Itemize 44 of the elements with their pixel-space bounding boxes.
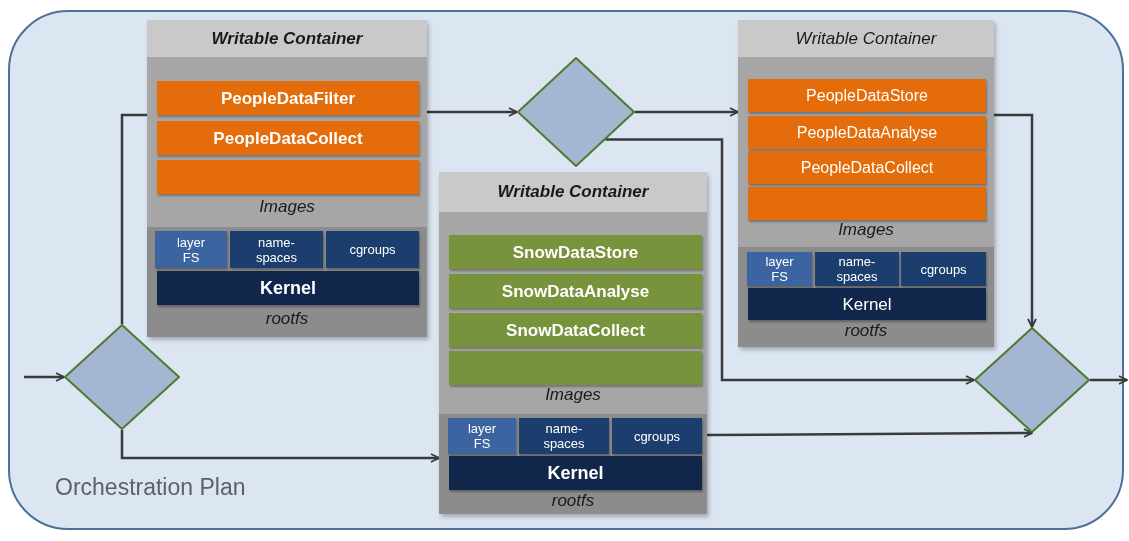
blank-image-layer-bar	[157, 160, 419, 194]
band-label: Orchestration Plan	[55, 474, 246, 501]
container-panel	[147, 20, 427, 337]
kernel-bar: Kernel	[157, 271, 419, 305]
container-panel	[738, 20, 994, 347]
images-caption: Images	[258, 197, 316, 217]
kernel-feature-tile: cgroups	[901, 252, 986, 286]
rootfs-caption: rootfs	[264, 309, 310, 329]
kernel-feature-tile: cgroups	[326, 231, 419, 268]
image-layer-bar: SnowDataStore	[449, 235, 702, 269]
kernel-feature-tile: layer FS	[155, 231, 227, 268]
connector-arrow	[24, 372, 65, 382]
image-layer-bar: PeopleDataStore	[748, 79, 986, 112]
kernel-feature-tile: name-spaces	[815, 252, 899, 286]
image-layer-bar: SnowDataCollect	[449, 313, 702, 347]
images-caption: Images	[837, 220, 895, 240]
connector-arrow	[427, 107, 518, 117]
rootfs-caption: rootfs	[843, 321, 889, 341]
kernel-feature-tile: layer FS	[448, 418, 516, 454]
kernel-feature-tile: layer FS	[747, 252, 812, 286]
image-layer-bar: PeopleDataCollect	[157, 121, 419, 155]
connector-arrow	[707, 428, 1033, 438]
container-heading: Writable Container	[738, 20, 994, 57]
image-layer-bar: SnowDataAnalyse	[449, 274, 702, 308]
kernel-feature-tile: cgroups	[612, 418, 702, 454]
kernel-bar: Kernel	[748, 288, 986, 320]
connector-arrow	[1090, 375, 1128, 385]
container-heading: Writable Container	[439, 172, 707, 212]
kernel-feature-tile: name-spaces	[519, 418, 609, 454]
images-caption: Images	[544, 385, 602, 405]
blank-image-layer-bar	[748, 187, 986, 220]
blank-image-layer-bar	[449, 351, 702, 385]
image-layer-bar: PeopleDataCollect	[748, 151, 986, 184]
kernel-bar: Kernel	[449, 456, 702, 490]
rootfs-caption: rootfs	[550, 491, 596, 511]
container-panel	[439, 172, 707, 514]
connector-arrow	[635, 107, 739, 117]
image-layer-bar: PeopleDataAnalyse	[748, 116, 986, 149]
connector-arrow	[120, 430, 440, 463]
container-heading: Writable Container	[147, 20, 427, 57]
connector-arrow	[994, 113, 1037, 328]
image-layer-bar: PeopleDataFilter	[157, 81, 419, 115]
connector-arrow	[605, 138, 975, 385]
kernel-feature-tile: name-spaces	[230, 231, 323, 268]
